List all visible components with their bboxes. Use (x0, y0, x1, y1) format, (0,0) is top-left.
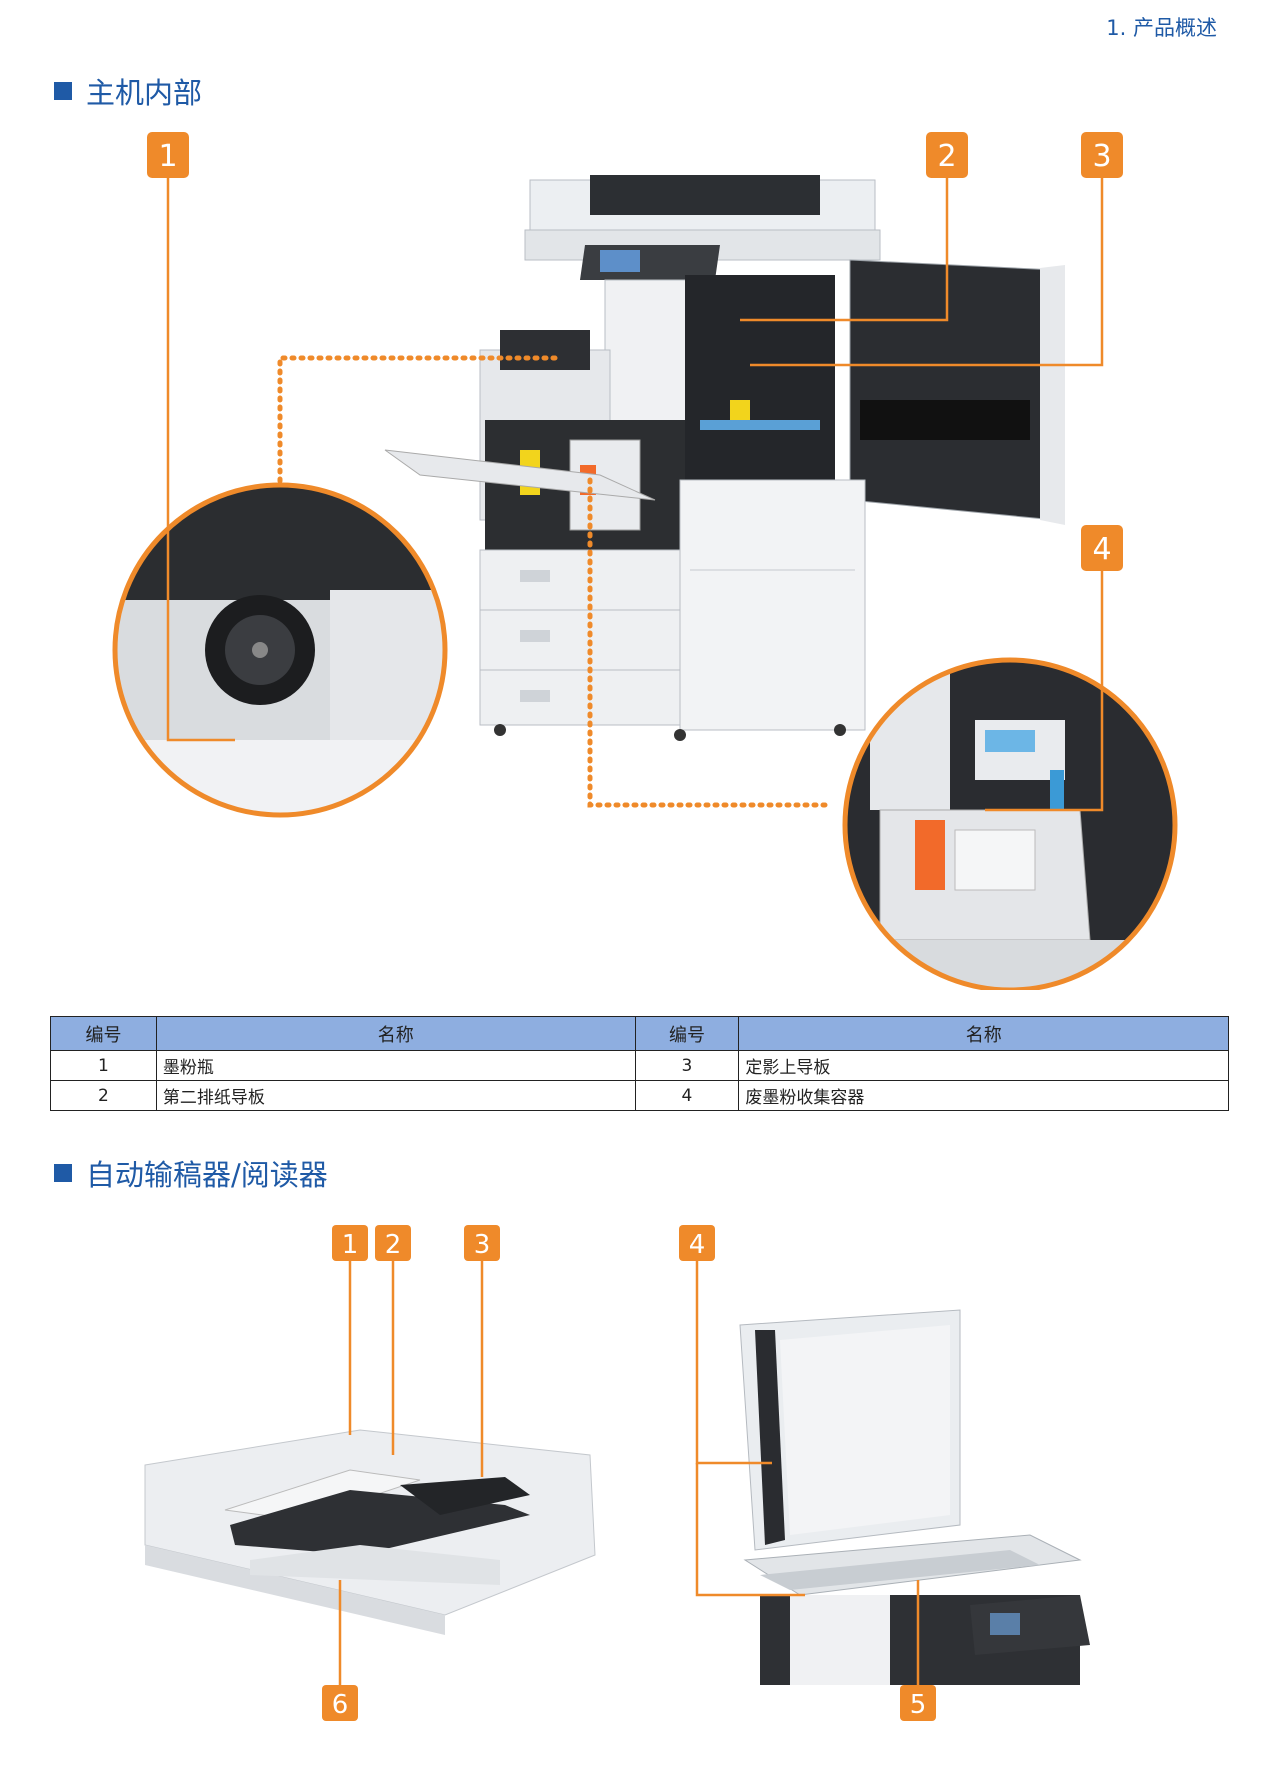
svg-text:2: 2 (385, 1230, 402, 1260)
svg-text:3: 3 (474, 1230, 491, 1260)
main-unit-figure: 1 2 3 4 (112, 132, 1178, 990)
callout-badge-3: 3 (464, 1225, 500, 1261)
zoom-circle-toner-bottle (112, 482, 448, 818)
svg-text:1: 1 (158, 139, 177, 174)
reader-illustration (739, 1309, 1090, 1685)
part-number: 2 (50, 1080, 157, 1111)
svg-text:5: 5 (910, 1690, 927, 1720)
part-number: 3 (634, 1050, 740, 1081)
callout-badge-2: 2 (375, 1225, 411, 1261)
table-row: 2 第二排纸导板 4 废墨粉收集容器 (50, 1080, 1229, 1111)
column-header-number: 编号 (50, 1016, 157, 1051)
svg-text:4: 4 (689, 1230, 706, 1260)
callout-badge-1: 1 (147, 132, 189, 178)
callout-badge-6: 6 (322, 1685, 358, 1721)
column-header-name: 名称 (155, 1016, 636, 1051)
callout-badge-2: 2 (926, 132, 968, 178)
column-header-name: 名称 (738, 1016, 1229, 1051)
adf-figure: 1 2 3 4 5 6 (144, 1225, 1090, 1721)
part-name: 第二排纸导板 (155, 1080, 636, 1111)
section-title-main-unit: 主机内部 (54, 70, 202, 112)
callout-badge-5: 5 (900, 1685, 936, 1721)
zoom-circle-waste-toner (842, 657, 1178, 990)
table-row: 1 墨粉瓶 3 定影上导板 (50, 1050, 1229, 1081)
callout-badge-4: 4 (679, 1225, 715, 1261)
callout-badge-1: 1 (332, 1225, 368, 1261)
section-title-text: 自动输稿器/阅读器 (86, 1158, 328, 1192)
section-square-icon (54, 82, 72, 100)
column-header-number: 编号 (634, 1016, 740, 1051)
callout-badge-4: 4 (1081, 525, 1123, 571)
part-number: 4 (634, 1080, 740, 1111)
svg-text:3: 3 (1092, 139, 1111, 174)
part-name: 废墨粉收集容器 (738, 1080, 1229, 1111)
chapter-header: 1. 产品概述 (1106, 16, 1217, 40)
part-number: 1 (50, 1050, 157, 1081)
callout-badge-3: 3 (1081, 132, 1123, 178)
part-name: 墨粉瓶 (155, 1050, 636, 1081)
parts-table: 编号 名称 编号 名称 1 墨粉瓶 3 定影上导板 2 第二排纸导板 4 废墨粉… (50, 1016, 1229, 1111)
svg-text:6: 6 (332, 1690, 349, 1720)
table-header-row: 编号 名称 编号 名称 (50, 1016, 1229, 1051)
copier-illustration (384, 175, 1065, 741)
section-square-icon (54, 1164, 72, 1182)
part-name: 定影上导板 (738, 1050, 1229, 1081)
svg-text:4: 4 (1092, 532, 1111, 567)
svg-text:1: 1 (342, 1230, 359, 1260)
section-title-adf: 自动输稿器/阅读器 (54, 1152, 328, 1194)
section-title-text: 主机内部 (86, 76, 203, 110)
svg-text:2: 2 (937, 139, 956, 174)
adf-illustration (144, 1429, 596, 1635)
